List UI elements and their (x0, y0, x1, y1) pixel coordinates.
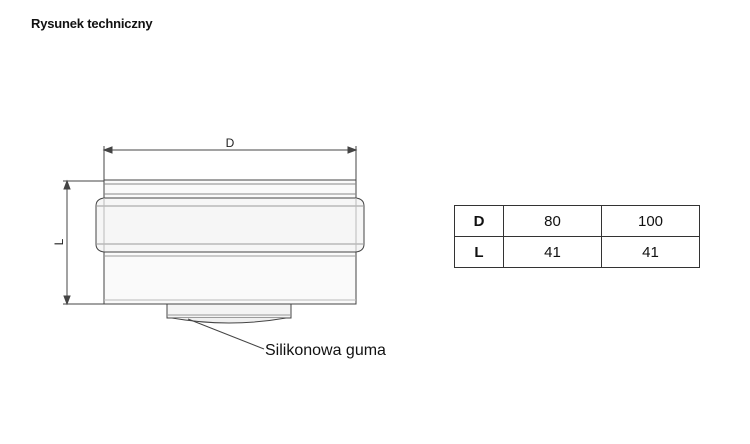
dimension-label-d: D (226, 136, 235, 150)
cell-l-100: 41 (601, 236, 700, 268)
specification-table: D 80 100 L 41 41 (454, 205, 700, 268)
gasket-lip (171, 317, 287, 324)
table-row-d: D 80 100 (454, 205, 700, 237)
cell-d-80: 80 (503, 205, 602, 237)
row-label-l: L (454, 236, 504, 268)
table-row-l: L 41 41 (454, 236, 700, 268)
arrow-d-right (347, 146, 358, 154)
main-body (103, 251, 357, 305)
silicone-gasket (166, 303, 292, 319)
callout-leader-line (187, 318, 265, 350)
arrow-l-top (63, 179, 71, 190)
callout-label: Silikonowa guma (265, 342, 386, 359)
top-collar (103, 179, 357, 199)
arrow-l-bottom (63, 295, 71, 306)
cell-d-100: 100 (601, 205, 700, 237)
arrow-d-left (102, 146, 113, 154)
dimension-label-l: L (52, 238, 66, 245)
section-title: Rysunek techniczny (31, 16, 153, 31)
cell-l-80: 41 (503, 236, 602, 268)
row-label-d: D (454, 205, 504, 237)
